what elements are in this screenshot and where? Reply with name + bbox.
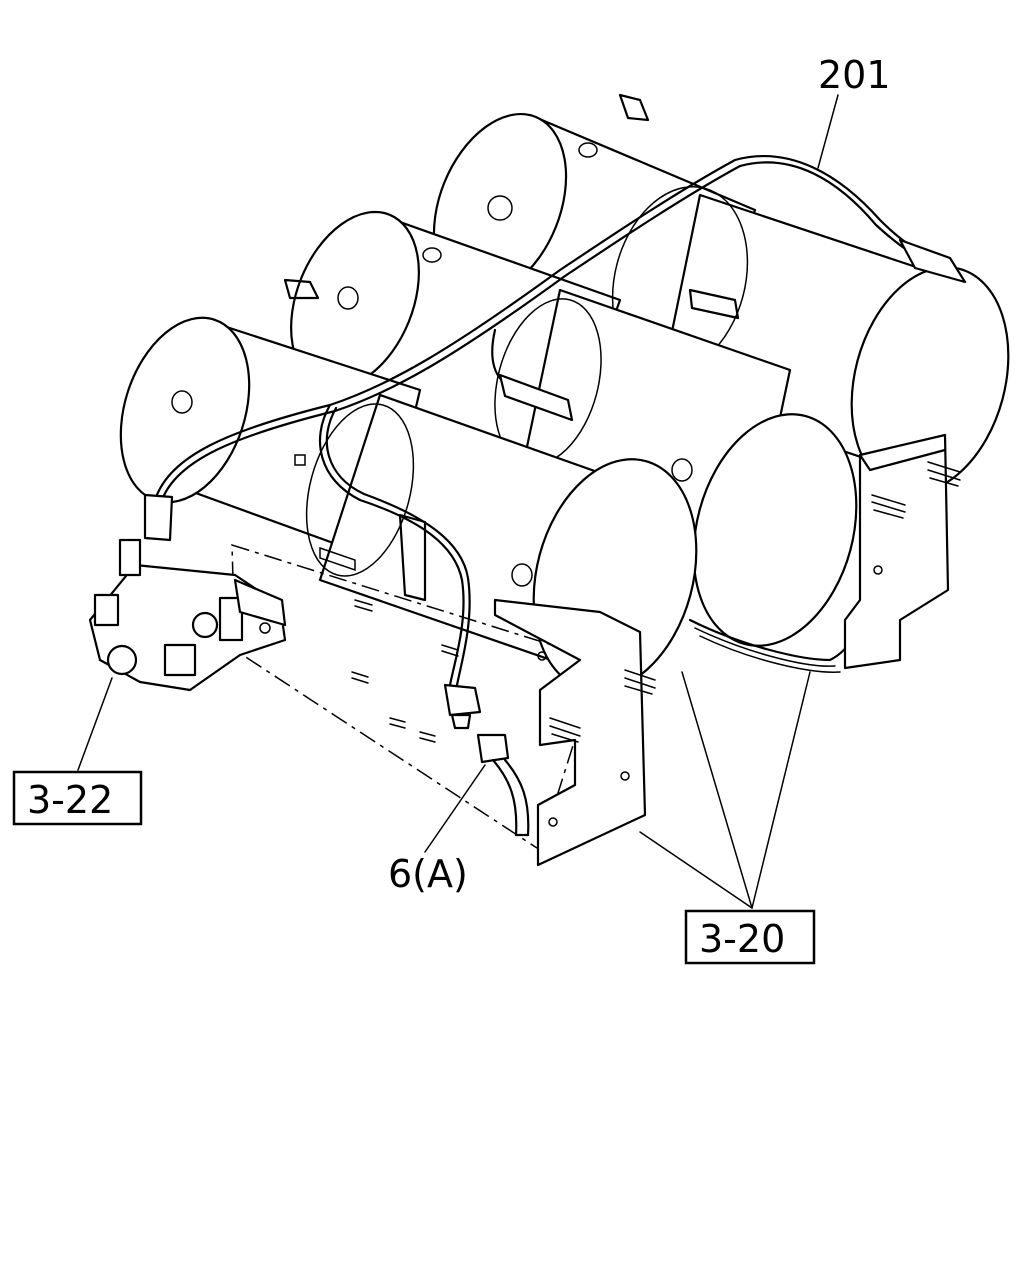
callout-box-3-20: 3-20 — [684, 909, 816, 965]
bracket-front — [493, 598, 656, 867]
callout-3-20: 3-20 — [699, 917, 785, 961]
callout-6a: 6(A) — [388, 852, 468, 896]
pipe-harness — [143, 155, 967, 687]
leader-lines — [77, 94, 839, 909]
valve-assembly — [88, 538, 287, 692]
bracket-right — [843, 433, 961, 670]
callout-box-3-22: 3-22 — [12, 770, 143, 826]
callout-201: 201 — [818, 53, 891, 97]
connector-6a — [443, 683, 530, 837]
callout-3-22: 3-22 — [27, 778, 113, 822]
